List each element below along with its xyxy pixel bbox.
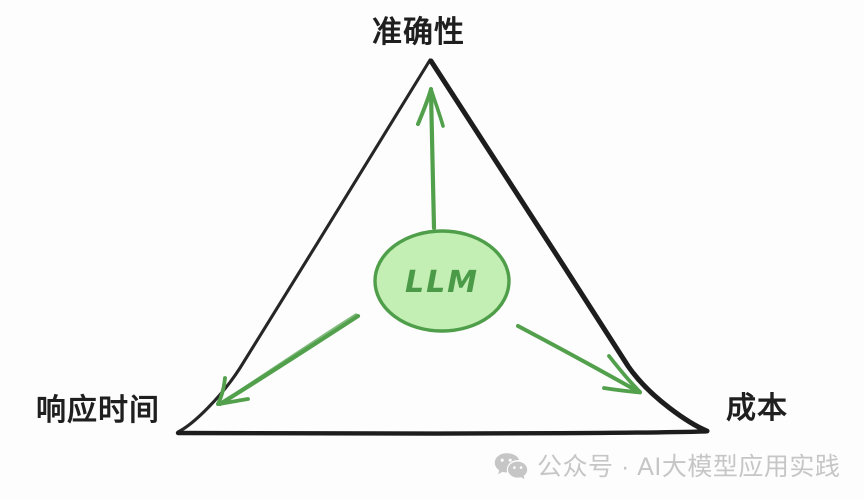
llm-ellipse — [373, 229, 511, 333]
arrow-to-response-time-icon — [216, 313, 361, 407]
triangle-right-edge — [428, 58, 710, 434]
watermark-text: 公众号 · AI大模型应用实践 — [537, 452, 841, 481]
triangle-bottom-edge — [175, 429, 709, 436]
llm-node: LLM — [373, 229, 511, 333]
triangle-left-edge — [176, 58, 432, 434]
triangle-outline — [175, 58, 710, 436]
vertex-label-accuracy: 准确性 — [372, 16, 465, 49]
wechat-icon — [494, 453, 528, 480]
arrow-to-cost-icon — [516, 324, 642, 395]
vertex-label-cost: 成本 — [726, 392, 788, 425]
llm-node-label: LLM — [405, 265, 479, 300]
vertex-label-response-time: 响应时间 — [36, 394, 160, 427]
arrow-to-accuracy-icon — [416, 87, 445, 231]
watermark: 公众号 · AI大模型应用实践 — [494, 452, 840, 482]
